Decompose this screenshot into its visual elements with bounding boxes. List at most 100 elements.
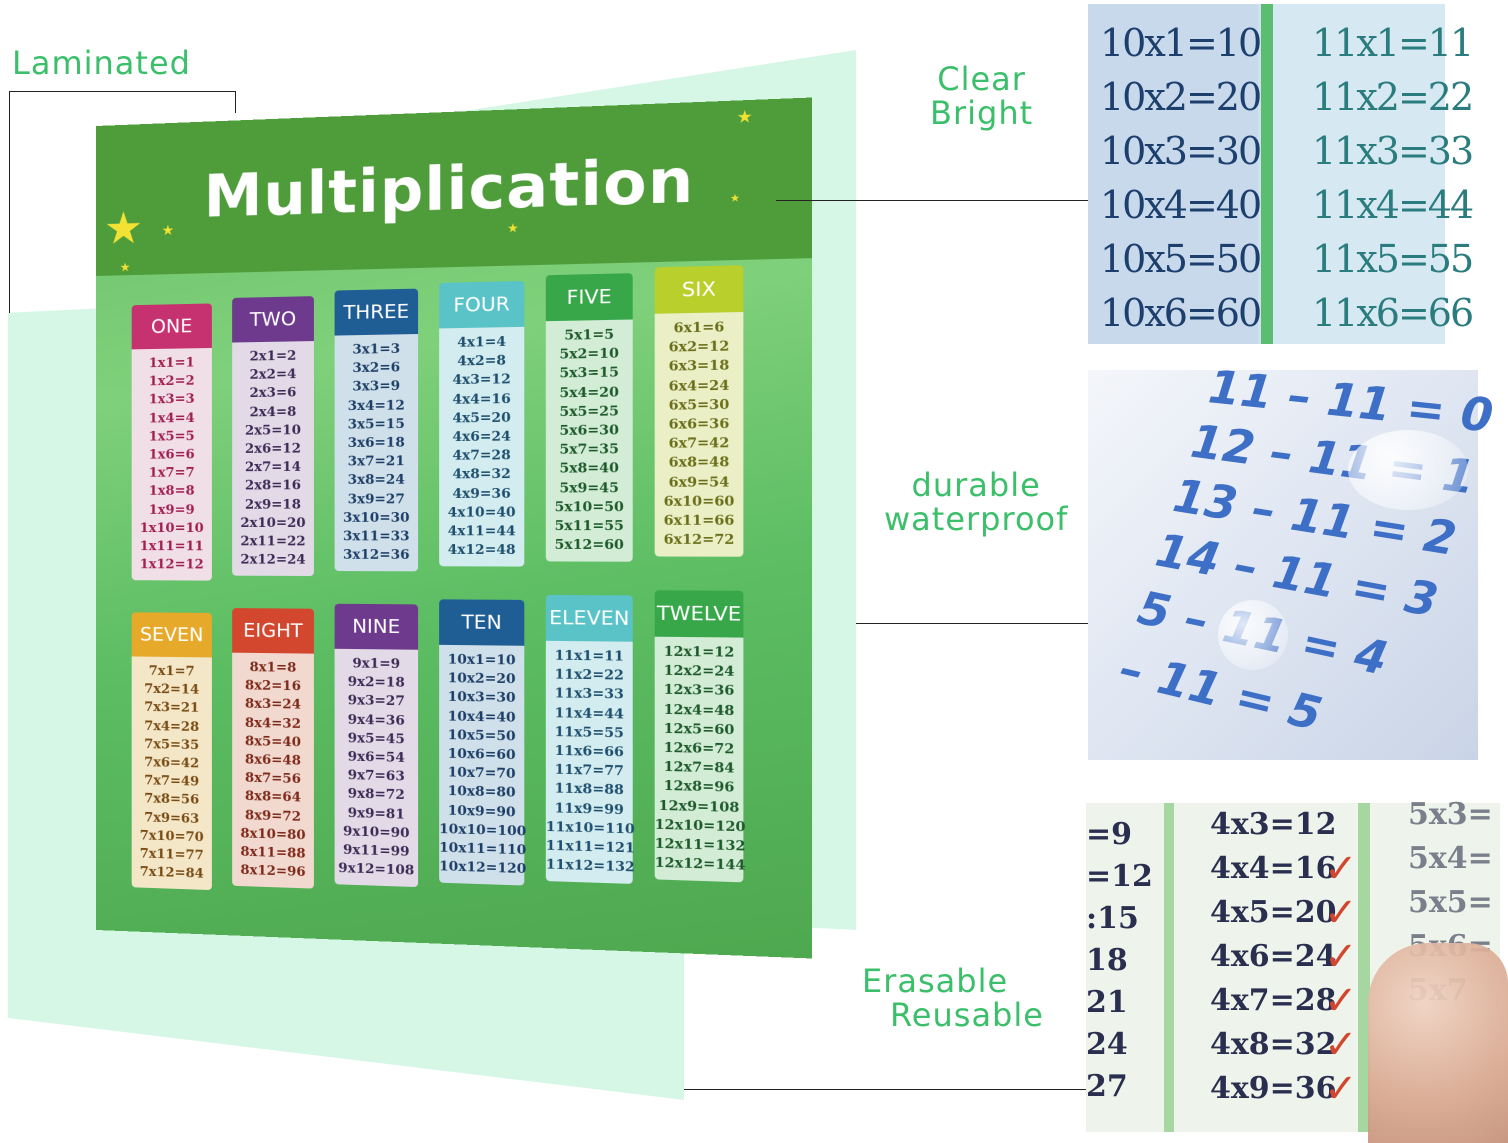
closeup-equation: 10x2=20 bbox=[1100, 75, 1262, 119]
times-table-row: 8x8=64 bbox=[244, 789, 301, 806]
times-table-row: 5x7=35 bbox=[559, 441, 619, 459]
erase-equation: 21 bbox=[1086, 985, 1128, 1020]
times-table-row: 4x12=48 bbox=[447, 542, 516, 559]
times-table-row: 8x6=48 bbox=[244, 752, 301, 769]
times-table-row: 4x9=36 bbox=[452, 485, 511, 502]
star-icon: ★ bbox=[507, 220, 519, 236]
times-table-row: 4x2=8 bbox=[457, 353, 506, 370]
times-table-row: 6x1=6 bbox=[673, 319, 725, 337]
times-table-row: 8x12=96 bbox=[240, 862, 306, 881]
closeup-equation: 11x5=55 bbox=[1312, 237, 1474, 281]
times-table-header: TWELVE bbox=[654, 590, 744, 638]
times-table-row: 3x6=18 bbox=[347, 435, 405, 452]
times-table-row: 7x4=28 bbox=[144, 718, 200, 735]
times-table-header: THREE bbox=[334, 288, 419, 336]
times-table-row: 12x6=72 bbox=[663, 740, 735, 758]
times-table-row: 4x10=40 bbox=[447, 504, 516, 521]
label-durable: durable bbox=[911, 466, 1041, 504]
times-table-header: FOUR bbox=[439, 280, 525, 329]
times-table-row: 9x5=45 bbox=[347, 730, 405, 748]
erase-equation: 5x4= bbox=[1408, 841, 1493, 876]
times-table-row: 4x8=32 bbox=[452, 466, 511, 483]
times-table-row: 6x3=18 bbox=[668, 358, 730, 376]
star-icon: ★ bbox=[103, 202, 144, 255]
times-table-row: 6x9=54 bbox=[668, 474, 730, 491]
closeup-divider bbox=[1261, 4, 1273, 344]
erase-equation: 4x8=32 bbox=[1210, 1027, 1337, 1062]
times-table-row: 7x10=70 bbox=[139, 827, 204, 846]
times-table-row: 5x8=40 bbox=[559, 461, 619, 478]
times-table-header: SIX bbox=[654, 265, 744, 314]
times-table-row: 9x1=9 bbox=[352, 656, 401, 673]
times-table-row: 11x8=88 bbox=[554, 781, 624, 799]
times-table-row: 1x8=8 bbox=[148, 483, 195, 500]
times-table-row: 8x3=24 bbox=[244, 696, 301, 714]
label-laminated: Laminated bbox=[12, 46, 191, 80]
times-table-row: 6x4=24 bbox=[668, 377, 730, 395]
erase-equation: 4x9=36 bbox=[1210, 1071, 1337, 1106]
times-table-row: 12x12=144 bbox=[654, 855, 746, 874]
times-table-row: 1x2=2 bbox=[148, 373, 195, 390]
label-laminated-text: Laminated bbox=[12, 44, 191, 82]
closeup-equation: 10x3=30 bbox=[1100, 129, 1262, 173]
closeup-equation: 10x6=60 bbox=[1100, 291, 1262, 335]
label-waterproof: waterproof bbox=[884, 500, 1069, 538]
times-table-row: 6x10=60 bbox=[663, 493, 735, 510]
check-mark-icon: ✓ bbox=[1324, 890, 1358, 936]
times-table-row: 11x2=22 bbox=[554, 667, 624, 684]
times-table-row: 10x12=120 bbox=[439, 858, 527, 878]
times-table-row: 2x12=24 bbox=[240, 552, 306, 568]
times-table-row: 12x7=84 bbox=[663, 759, 735, 777]
times-table-row: 4x3=12 bbox=[452, 372, 511, 389]
erase-equation: 4x6=24 bbox=[1210, 939, 1337, 974]
times-table-row: 12x1=12 bbox=[663, 644, 735, 661]
times-table-row: 8x10=80 bbox=[240, 825, 306, 844]
erase-equation: =9 bbox=[1086, 817, 1133, 852]
times-table-row: 4x11=44 bbox=[447, 523, 516, 540]
closeup-equation: 11x3=33 bbox=[1312, 129, 1474, 173]
times-table-row: 3x4=12 bbox=[347, 397, 405, 414]
connector-line bbox=[9, 91, 10, 313]
times-table-row: 11x9=99 bbox=[554, 800, 624, 818]
times-table-row: 9x7=63 bbox=[347, 767, 405, 785]
times-table-row: 3x2=6 bbox=[352, 360, 401, 377]
times-table-row: 1x9=9 bbox=[148, 502, 195, 518]
times-table-row: 5x2=10 bbox=[559, 346, 619, 363]
times-table-row: 6x6=36 bbox=[668, 416, 730, 433]
times-table-row: 7x7=49 bbox=[144, 773, 200, 790]
times-table-row: 9x8=72 bbox=[347, 786, 405, 804]
times-table-row: 4x5=20 bbox=[452, 410, 511, 427]
times-table-row: 3x12=36 bbox=[342, 547, 410, 564]
times-table-row: 3x11=33 bbox=[342, 528, 410, 545]
times-table-row: 4x1=4 bbox=[457, 334, 506, 351]
times-table-row: 3x7=21 bbox=[347, 453, 405, 470]
times-table-row: 11x4=44 bbox=[554, 705, 624, 723]
times-table-row: 5x9=45 bbox=[559, 480, 619, 497]
times-table-row: 8x1=8 bbox=[249, 659, 297, 676]
star-icon: ★ bbox=[161, 222, 175, 240]
erase-equation: 24 bbox=[1086, 1027, 1128, 1062]
times-table-row: 6x12=72 bbox=[663, 532, 735, 549]
connector-line bbox=[684, 1089, 1086, 1090]
times-table-header: ONE bbox=[131, 303, 212, 350]
erase-equation: 4x7=28 bbox=[1210, 983, 1337, 1018]
times-table-row: 8x2=16 bbox=[244, 678, 301, 695]
label-erasable-reusable: Erasable Reusable bbox=[862, 964, 1044, 1032]
times-table-row: 6x8=48 bbox=[668, 455, 730, 472]
times-table-row: 1x11=11 bbox=[139, 538, 204, 555]
label-clear-bright: Clear Bright bbox=[930, 62, 1033, 130]
